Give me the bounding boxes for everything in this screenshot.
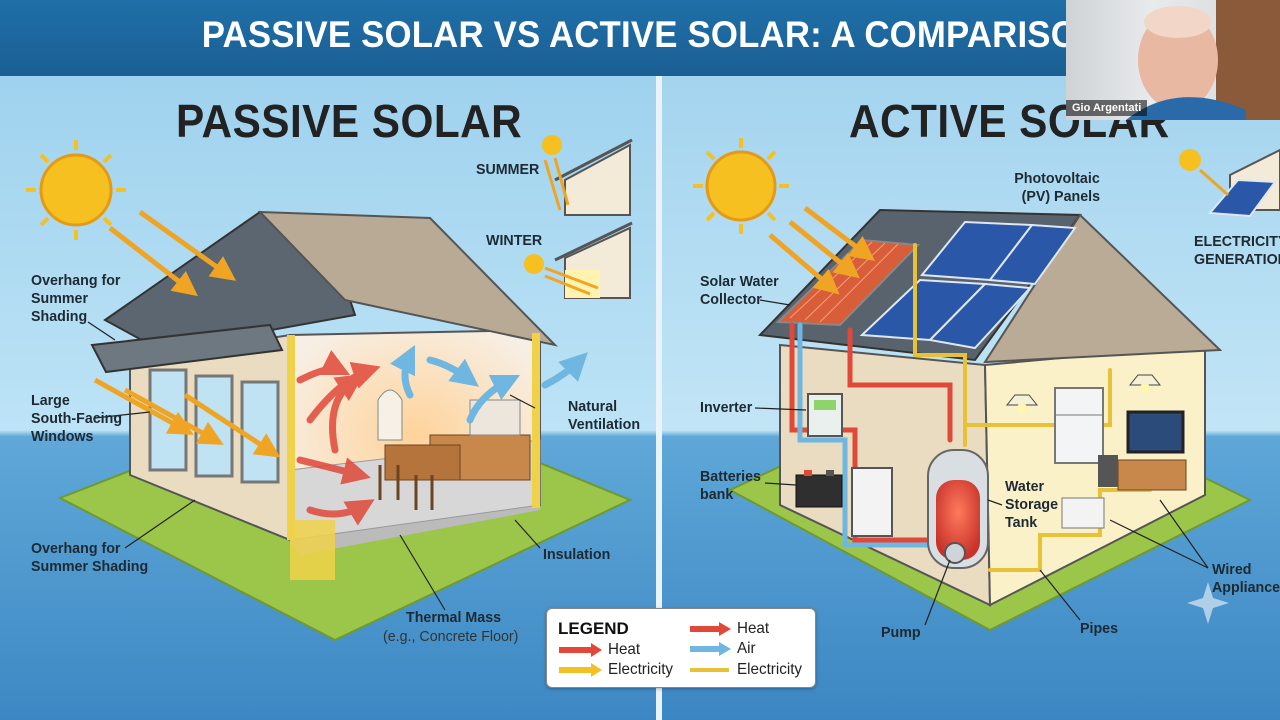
legend: LEGEND Heat Electricity Heat Air Electri… xyxy=(546,608,816,688)
legend-heat-arrow-icon-2 xyxy=(690,622,731,636)
panel-divider xyxy=(656,76,662,720)
legend-electricity-arrow-icon xyxy=(559,663,602,677)
legend-air-arrow-icon xyxy=(690,642,731,656)
label-summer: SUMMER xyxy=(476,161,540,178)
video-thumbnail[interactable]: Gio Argentati xyxy=(1066,0,1280,120)
label-pv-panels: Photovoltaic(PV) Panels xyxy=(1014,170,1101,205)
label-pump: Pump xyxy=(881,624,921,641)
legend-item-heat-2: Heat xyxy=(737,620,770,637)
legend-heat-arrow-icon xyxy=(559,643,602,657)
label-thermal-mass-sub: (e.g., Concrete Floor) xyxy=(383,628,519,645)
legend-item-electricity-2: Electricity xyxy=(737,661,803,678)
legend-item-heat: Heat xyxy=(608,641,641,658)
label-winter: WINTER xyxy=(486,232,543,249)
label-thermal-mass: Thermal Mass xyxy=(406,609,502,626)
legend-swatches xyxy=(559,622,731,677)
label-insulation: Insulation xyxy=(543,546,611,563)
label-inverter: Inverter xyxy=(700,399,753,416)
legend-item-electricity: Electricity xyxy=(608,661,674,678)
participant-avatar xyxy=(1126,0,1280,120)
slide-title: PASSIVE SOLAR VS ACTIVE SOLAR: A COMPARI… xyxy=(201,14,1104,55)
label-pipes: Pipes xyxy=(1080,620,1119,637)
legend-title: LEGEND xyxy=(558,619,629,638)
label-wired: WiredAppliances xyxy=(1212,561,1280,596)
legend-item-air: Air xyxy=(737,640,756,657)
passive-heading: PASSIVE SOLAR xyxy=(176,95,523,147)
participant-name: Gio Argentati xyxy=(1066,100,1148,116)
